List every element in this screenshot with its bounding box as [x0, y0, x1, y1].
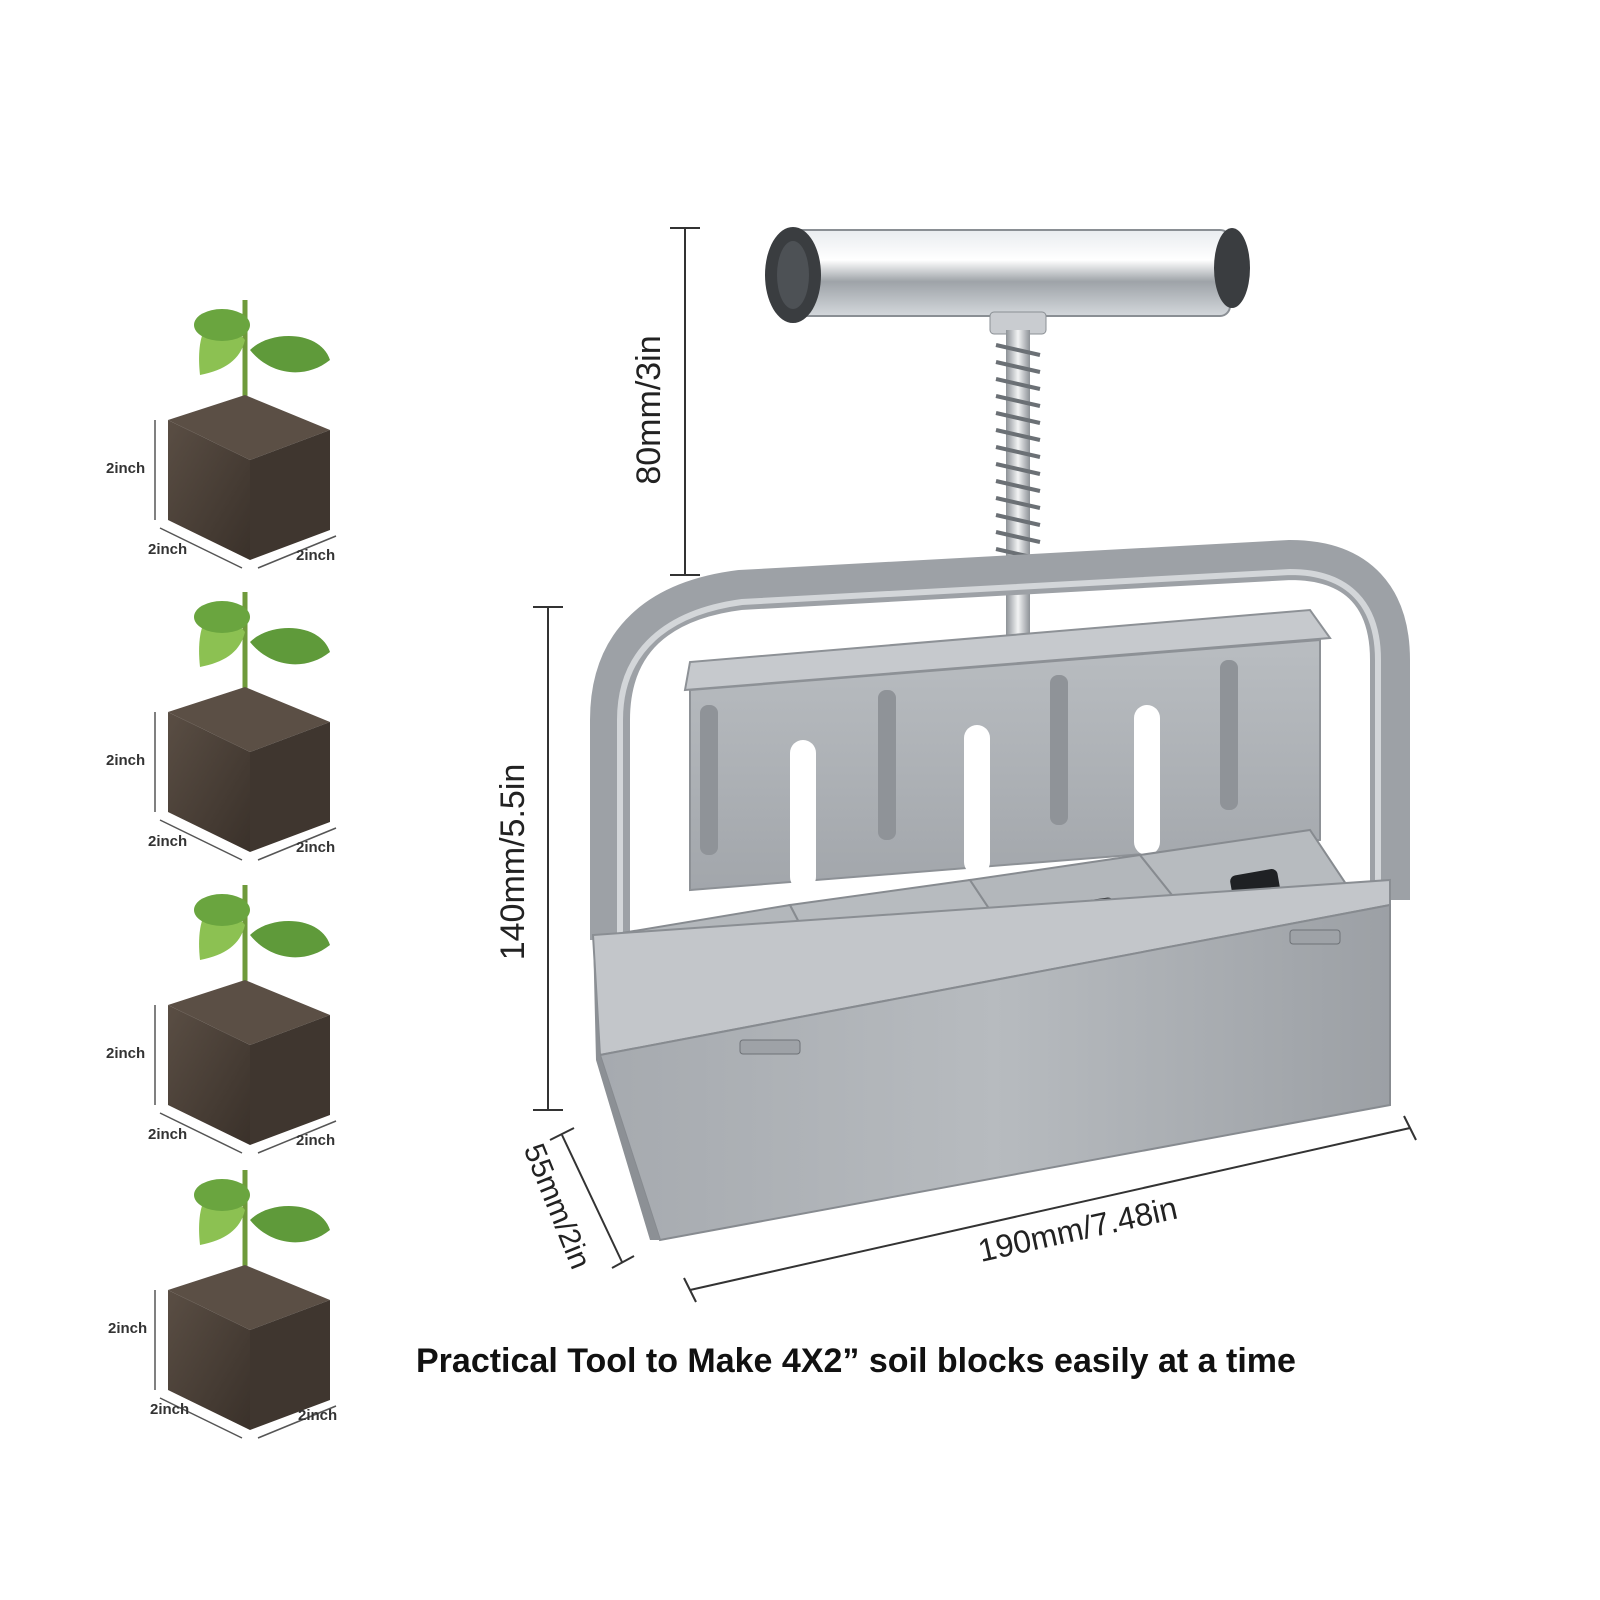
seedling-illustration [194, 300, 330, 410]
soil-block-left-face [168, 1290, 250, 1430]
t-handle [765, 227, 1250, 335]
handle-height-dimension: 80mm/3in [630, 227, 700, 576]
mold-box [591, 878, 1391, 1242]
product-caption: Practical Tool to Make 4X2” soil blocks … [416, 1342, 1296, 1380]
block-right-base-label: 2inch [298, 1407, 337, 1424]
guide-slot [1134, 705, 1160, 855]
soil-block-top [168, 687, 330, 752]
block-right-base-label: 2inch [296, 1132, 335, 1149]
block-height-label: 2inch [108, 1320, 147, 1337]
block-left-base-label: 2inch [148, 1126, 187, 1143]
block-left-base-label: 2inch [148, 833, 187, 850]
block-height-label: 2inch [106, 752, 145, 769]
block-height-label: 2inch [106, 460, 145, 477]
depth-dimension: 55mm/2in [517, 1127, 635, 1274]
guide-slot [790, 740, 816, 890]
soil-block-top [168, 980, 330, 1045]
soil-blocker-tool [590, 227, 1410, 1242]
handle-end-cap-right [1214, 228, 1250, 308]
seedling-illustration [194, 592, 330, 702]
soil-block-top [168, 395, 330, 460]
soil-block-right-face [250, 430, 330, 560]
block-left-base-label: 2inch [148, 541, 187, 558]
soil-block-1: 2inch 2inch 2inch [106, 300, 337, 569]
width-label: 190mm/7.48in [975, 1190, 1181, 1269]
body-height-dimension: 140mm/5.5in [494, 606, 563, 1111]
soil-block-2: 2inch 2inch 2inch [106, 592, 337, 861]
back-plate [683, 608, 1332, 892]
seedling-illustration [194, 885, 330, 995]
soil-block-3: 2inch 2inch 2inch [106, 885, 337, 1154]
soil-block-4: 2inch 2inch 2inch [108, 1170, 337, 1439]
soil-block-top [168, 1265, 330, 1330]
block-right-base-label: 2inch [296, 839, 335, 856]
soil-block-right-face [250, 1015, 330, 1145]
soil-block-left-face [168, 1005, 250, 1145]
frame-handle [590, 540, 1410, 940]
body-height-label: 140mm/5.5in [494, 764, 532, 961]
soil-block-right-face [250, 1300, 330, 1430]
depth-label: 55mm/2in [517, 1139, 597, 1273]
block-height-label: 2inch [106, 1045, 145, 1062]
block-left-base-label: 2inch [150, 1401, 189, 1418]
soil-block-right-face [250, 722, 330, 852]
block-right-base-label: 2inch [296, 547, 335, 564]
seedling-illustration [194, 1170, 330, 1280]
soil-block-left-face [168, 420, 250, 560]
handle-height-label: 80mm/3in [630, 335, 668, 484]
soil-block-column: 2inch 2inch 2inch 2inch 2inch 2inch [106, 300, 337, 1439]
soil-block-left-face [168, 712, 250, 852]
guide-slot [964, 725, 990, 875]
